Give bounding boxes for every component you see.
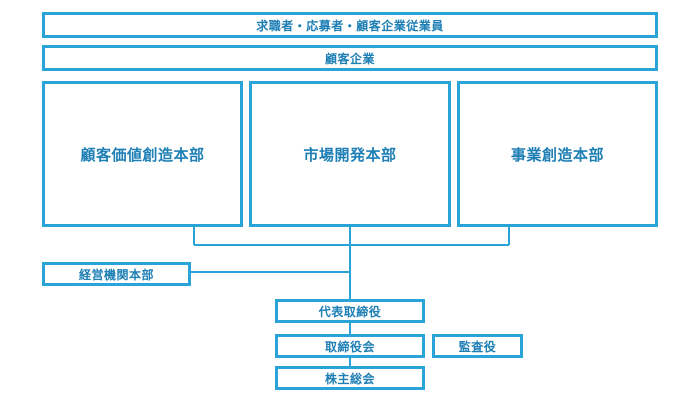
stakeholders-box: 求職者・応募者・顧客企業従業員	[42, 12, 658, 38]
representative-director-label: 代表取締役	[318, 304, 382, 319]
stakeholders-label: 求職者・応募者・顧客企業従業員	[256, 18, 444, 33]
board-of-directors-box: 取締役会	[275, 334, 425, 358]
management-box: 経営機関本部	[42, 262, 191, 286]
division-business-creation-box: 事業創造本部	[457, 81, 658, 227]
shareholders-meeting-box: 株主総会	[275, 366, 425, 390]
division-customer-value-box: 顧客価値創造本部	[42, 81, 243, 227]
board-of-directors-label: 取締役会	[324, 339, 375, 354]
auditor-label: 監査役	[458, 339, 497, 354]
division-market-development-box: 市場開発本部	[249, 81, 451, 227]
representative-director-box: 代表取締役	[275, 299, 425, 323]
division-market-development-label: 市場開発本部	[303, 145, 397, 164]
division-customer-value-label: 顧客価値創造本部	[80, 145, 205, 164]
division-business-creation-label: 事業創造本部	[510, 145, 604, 164]
clients-box: 顧客企業	[42, 45, 658, 71]
shareholders-meeting-label: 株主総会	[324, 371, 375, 386]
auditor-box: 監査役	[432, 334, 523, 358]
clients-label: 顧客企業	[324, 51, 375, 66]
management-label: 経営機関本部	[78, 267, 154, 282]
